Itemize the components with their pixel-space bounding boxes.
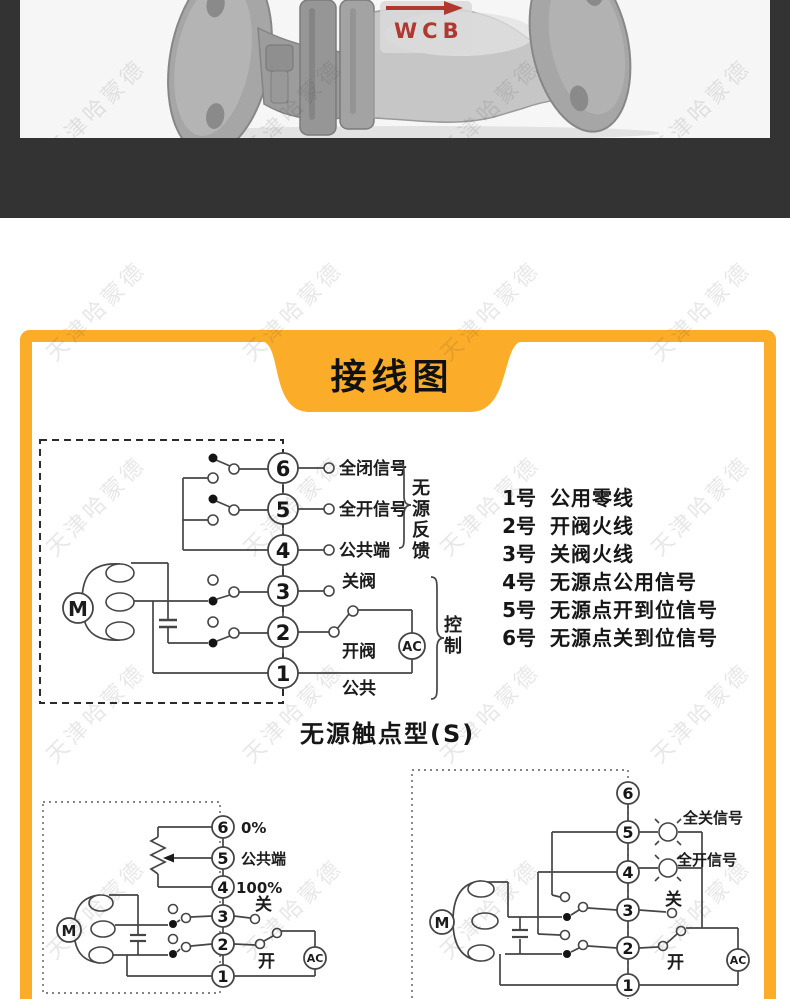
flow-arrow-icon — [386, 1, 463, 15]
motor-icon: M — [56, 917, 82, 943]
terminal-column: 6 5 4 3 2 1 — [616, 781, 640, 997]
label-close-valve: 关阀 — [342, 571, 376, 592]
valve-right-flange — [528, 0, 632, 133]
svg-text:6: 6 — [276, 457, 291, 481]
legend-row: 1号公用零线 — [502, 486, 634, 510]
svg-text:AC: AC — [402, 640, 422, 655]
terminal-legend: 1号公用零线 2号开阀火线 3号关阀火线 4号无源点公用信号 5号无源点开到位信… — [500, 484, 718, 652]
label-open: 开 — [667, 953, 684, 973]
actuator-boundary-dotted — [42, 801, 221, 994]
svg-text:5: 5 — [622, 823, 633, 842]
section-title-tab — [261, 341, 523, 412]
lamp-icon — [654, 854, 682, 882]
ac-source-icon: AC — [726, 948, 750, 972]
ac-source-icon: AC — [303, 946, 327, 970]
valve-photo-illustration: WCB — [167, 0, 660, 138]
actuator-boundary-dashed — [39, 439, 284, 704]
legend-row: 4号无源点公用信号 — [502, 570, 697, 594]
svg-text:1: 1 — [622, 976, 633, 995]
lamp-icon — [654, 818, 682, 846]
motor-coil-icon — [81, 563, 135, 641]
svg-text:1: 1 — [217, 967, 228, 986]
bottom-left-wiring-diagram: M 6 5 4 3 2 1 AC 0% 公共端 100% 关 开 — [42, 801, 327, 994]
svg-text:3: 3 — [276, 580, 291, 604]
label-common-end: 公共端 — [241, 850, 286, 868]
wcb-marking: WCB — [394, 19, 464, 43]
motor-icon: M — [62, 592, 94, 624]
label-zero-percent: 0% — [241, 819, 266, 837]
motor-coil-icon — [452, 880, 499, 962]
motor-icon: M — [429, 909, 455, 935]
label-passive-feedback: 无源反馈 — [409, 478, 430, 562]
valve-left-flange — [167, 0, 273, 138]
terminal-column: 6 5 4 3 2 1 — [211, 815, 235, 988]
diagram-caption: 无源触点型(S) — [300, 720, 476, 748]
svg-text:6: 6 — [622, 784, 633, 803]
product-photo: WCB — [20, 0, 770, 138]
hero-dark-band: WCB — [0, 0, 790, 218]
label-common-end: 公共端 — [339, 540, 390, 561]
svg-text:4: 4 — [622, 863, 633, 882]
svg-text:3: 3 — [622, 901, 633, 920]
potentiometer-icon — [149, 836, 174, 875]
motor-coil-icon — [73, 894, 116, 964]
label-full-open-a: 全开 — [676, 851, 707, 869]
label-common: 公共 — [342, 679, 376, 699]
svg-text:2: 2 — [217, 935, 228, 954]
wiring-section-frame — [20, 330, 776, 999]
label-close: 关 — [665, 889, 682, 910]
label-full-open-b: 信号 — [707, 851, 737, 869]
switch-contacts — [559, 891, 687, 958]
svg-text:4: 4 — [276, 539, 291, 563]
label-full-open-signal: 全开信号 — [338, 499, 407, 520]
svg-text:M: M — [62, 922, 77, 940]
svg-text:5: 5 — [276, 498, 291, 522]
capacitor-icon — [159, 618, 177, 629]
legend-row: 5号无源点开到位信号 — [502, 598, 718, 622]
switch-contacts — [207, 453, 359, 648]
section-title: 接线图 — [330, 357, 454, 398]
actuator-boundary-dotted — [411, 769, 629, 999]
svg-text:2: 2 — [276, 621, 291, 645]
control-brace — [430, 576, 445, 700]
label-close: 关 — [255, 894, 272, 915]
label-open-valve: 开阀 — [342, 641, 376, 662]
legend-row: 3号关阀火线 — [502, 542, 634, 566]
terminal-column: 6 5 4 3 2 1 — [267, 452, 299, 689]
legend-row: 6号无源点关到位信号 — [502, 626, 718, 650]
svg-text:M: M — [435, 914, 450, 932]
label-hundred-percent: 100% — [236, 879, 282, 897]
svg-text:AC: AC — [730, 954, 747, 967]
ac-source-icon: AC — [398, 632, 426, 660]
feedback-brace — [398, 462, 412, 549]
svg-text:4: 4 — [217, 878, 228, 897]
wires — [487, 793, 739, 986]
bottom-right-wiring-diagram: M 6 5 4 3 2 1 AC — [411, 769, 750, 999]
switch-contacts — [167, 903, 283, 958]
svg-text:2: 2 — [622, 939, 633, 958]
capacitor-icon — [512, 928, 528, 939]
top-wiring-diagram: M 6 5 4 3 2 1 AC 全闭信号 全开信号 公共端 — [39, 439, 445, 704]
label-open: 开 — [258, 952, 275, 972]
svg-text:5: 5 — [217, 849, 228, 868]
label-control: 控制 — [441, 615, 462, 657]
svg-text:3: 3 — [217, 907, 228, 926]
label-full-close-signal: 全闭信号 — [338, 458, 407, 479]
valve-bolt — [265, 44, 294, 104]
svg-text:AC: AC — [307, 952, 324, 965]
svg-text:1: 1 — [276, 662, 291, 686]
svg-text:6: 6 — [217, 818, 228, 837]
label-full-close-signal: 全关信号 — [682, 809, 743, 827]
svg-text:M: M — [68, 597, 88, 621]
capacitor-icon — [130, 933, 146, 943]
legend-row: 2号开阀火线 — [502, 514, 634, 538]
